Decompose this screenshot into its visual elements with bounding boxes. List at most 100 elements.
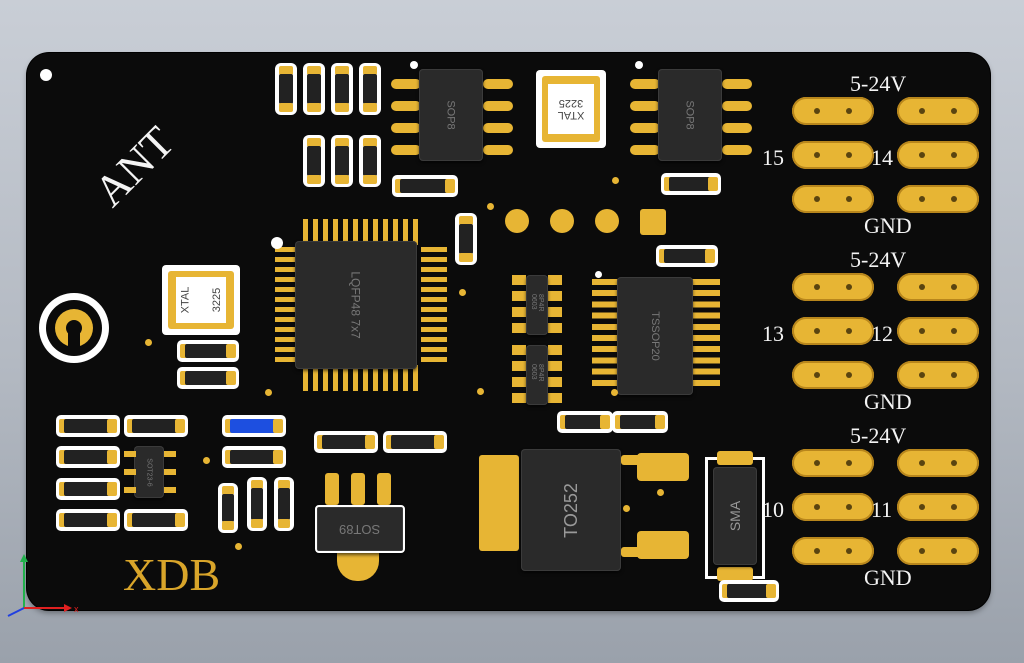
test-point[interactable] [550,209,574,233]
ant-label: ANT [84,117,184,216]
pin-label: 15 [762,145,784,170]
resistor [56,415,120,437]
to252-lead [621,455,645,465]
terminal-pad[interactable] [792,493,874,521]
rnet-label: 8P4R 0603 [530,294,544,312]
resistor [56,509,120,531]
resistor [124,415,188,437]
tssop-label: TSSOP20 [649,311,661,361]
terminal-pad[interactable] [792,361,874,389]
sma-diode[interactable]: SMA [713,467,757,565]
via [459,289,466,296]
sot89-chip[interactable]: SOT89 [315,505,405,553]
pin-label: 11 [871,497,893,522]
sot23-chip[interactable]: SOT23-6 [134,446,164,498]
test-point-square[interactable] [640,209,666,235]
sma-pad [717,567,753,581]
via [235,543,242,550]
resistor [359,63,381,115]
to252-tab [479,455,519,551]
pin1-marker [635,61,643,69]
resistor [303,135,325,187]
resistor [557,411,613,433]
resistor [124,509,188,531]
terminal-pad[interactable] [792,97,874,125]
to252-label: TO252 [560,482,581,538]
resistor [314,431,378,453]
via [145,339,152,346]
xtal-size: 3225 [211,287,224,313]
crystal-left[interactable]: XTAL 3225 [162,265,240,335]
resistor [331,135,353,187]
crystal-top[interactable]: XTAL 3225 [536,70,606,148]
terminal-pad[interactable] [792,141,874,169]
resistor-network[interactable]: 8P4R 0603 [512,275,562,335]
resistor [612,411,668,433]
resistor-network[interactable]: 8P4R 0603 [512,345,562,405]
xtal-label: XTAL [179,286,192,314]
voltage-label: 5-24V [850,71,907,96]
tssop-pins-right [690,279,720,391]
ground-label: GND [864,389,912,414]
terminal-pad[interactable] [792,273,874,301]
to252-chip[interactable]: TO252 [521,449,621,571]
rnet-label: 8P4R 0603 [530,364,544,382]
antenna-pad[interactable] [39,293,109,363]
voltage-label: 5-24V [850,423,907,448]
mcu-chip[interactable]: LQFP48 7x7 [295,241,417,369]
resistor [247,477,267,531]
tssop-chip[interactable]: TSSOP20 [617,277,693,395]
mounting-hole [40,69,52,81]
via [612,177,619,184]
test-point[interactable] [505,209,529,233]
voltage-label: 5-24V [850,247,907,272]
sop8-chip[interactable]: SOP8 [658,69,722,161]
resistor [56,478,120,500]
terminal-pad[interactable] [792,317,874,345]
resistor [222,446,286,468]
pin-label: 14 [871,145,893,170]
ground-label: GND [864,565,912,590]
resistor [218,483,238,533]
sop8-chip[interactable]: SOP8 [419,69,483,161]
sot89-label: SOT89 [339,521,381,537]
axis-indicator: x [7,554,79,617]
terminal-pad[interactable] [792,537,874,565]
terminal-pad[interactable] [897,185,979,213]
via [487,203,494,210]
pin1-marker [271,237,283,249]
pin-label: 12 [871,321,893,346]
test-point[interactable] [595,209,619,233]
resistor [303,63,325,115]
sma-pad [717,451,753,465]
terminal-pad[interactable] [897,537,979,565]
resistor [455,213,477,265]
sma-label: SMA [727,500,743,532]
via [611,389,618,396]
terminal-pad[interactable] [897,97,979,125]
terminal-pad[interactable] [792,185,874,213]
connector-group-1: 5-24V 15 14 GND [762,63,987,238]
resistor [719,580,779,602]
resistor [177,367,239,389]
to252-lead [637,453,689,481]
pin1-marker [410,61,418,69]
sot89-tab [377,473,391,505]
sop8-label: SOP8 [444,100,457,130]
resistor [359,135,381,187]
terminal-pad[interactable] [897,361,979,389]
ground-label: GND [864,213,912,238]
xtal-label: XTAL [557,109,585,121]
xtal-size: 3225 [558,97,584,109]
terminal-pad[interactable] [897,273,979,301]
connector-group-3: 5-24V 10 11 GND [762,415,987,590]
terminal-pad[interactable] [792,449,874,477]
terminal-pad[interactable] [897,317,979,345]
terminal-pad[interactable] [897,141,979,169]
terminal-pad[interactable] [897,493,979,521]
terminal-pad[interactable] [897,449,979,477]
resistor [656,245,718,267]
resistor [661,173,721,195]
resistor [274,477,294,531]
connector-group-2: 5-24V 13 12 GND [762,239,987,414]
